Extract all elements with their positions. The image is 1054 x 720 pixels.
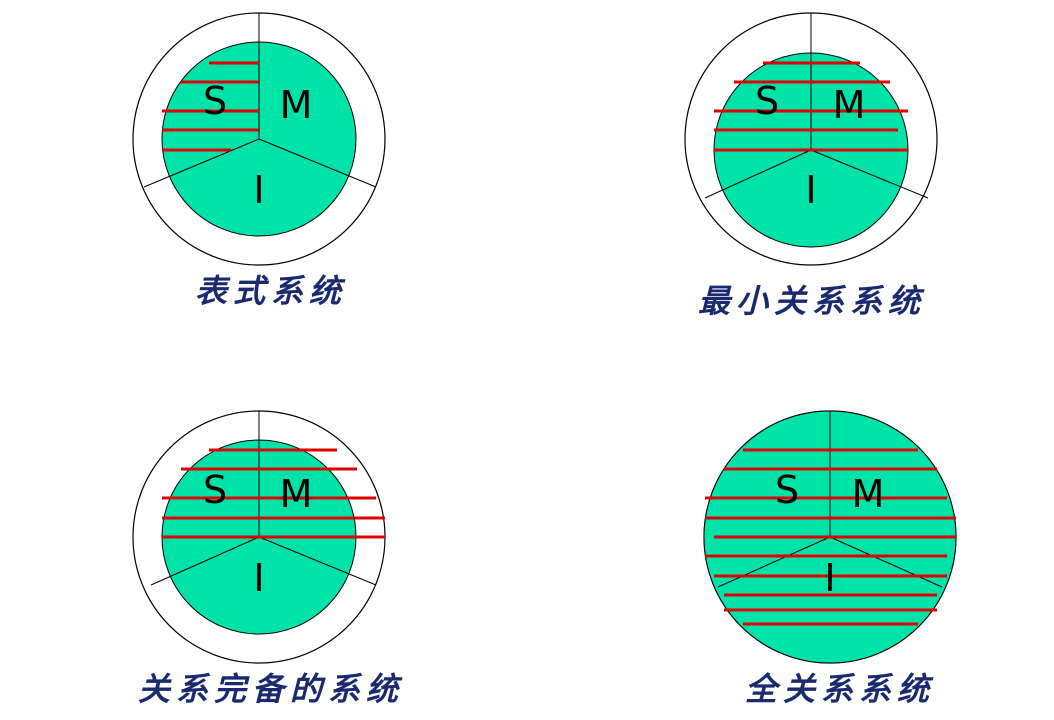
divider-right (829, 536, 943, 588)
diagram-minimal-relational-system: S M I 最小关系系统 (684, 12, 938, 320)
divider-right (810, 149, 929, 199)
region-label-m: M (280, 472, 313, 516)
diagram-caption: 最小关系系统 (698, 282, 926, 320)
stripe-group (714, 61, 908, 152)
diagram-relationally-complete-system: S M I 关系完备的系统 (132, 410, 404, 708)
divider-left (150, 536, 260, 586)
stripe-group (705, 448, 956, 626)
region-label-m: M (852, 472, 885, 516)
region-label-i: I (805, 168, 816, 212)
region-label-i: I (824, 556, 835, 600)
region-label-m: M (280, 83, 313, 127)
stripe-group (162, 448, 385, 539)
region-label-i: I (253, 168, 264, 212)
region-label-m: M (833, 83, 866, 127)
divider-right (258, 536, 377, 586)
diagram-caption: 表式系统 (195, 272, 347, 310)
region-label-s: S (775, 468, 799, 512)
divider-left (717, 536, 831, 588)
region-label-s: S (203, 79, 227, 123)
diagram-caption: 全关系系统 (745, 670, 935, 708)
divider-left (704, 149, 812, 199)
divider-right (258, 138, 377, 188)
diagram-tabular-system: S M I 表式系统 (132, 12, 386, 310)
region-label-s: S (203, 468, 227, 512)
region-label-s: S (755, 79, 779, 123)
diagram-fully-relational-system: S M I 全关系系统 (703, 410, 957, 708)
region-label-i: I (253, 556, 264, 600)
divider-left (143, 138, 260, 188)
stripe-group (162, 61, 259, 152)
diagram-caption: 关系完备的系统 (138, 670, 404, 708)
